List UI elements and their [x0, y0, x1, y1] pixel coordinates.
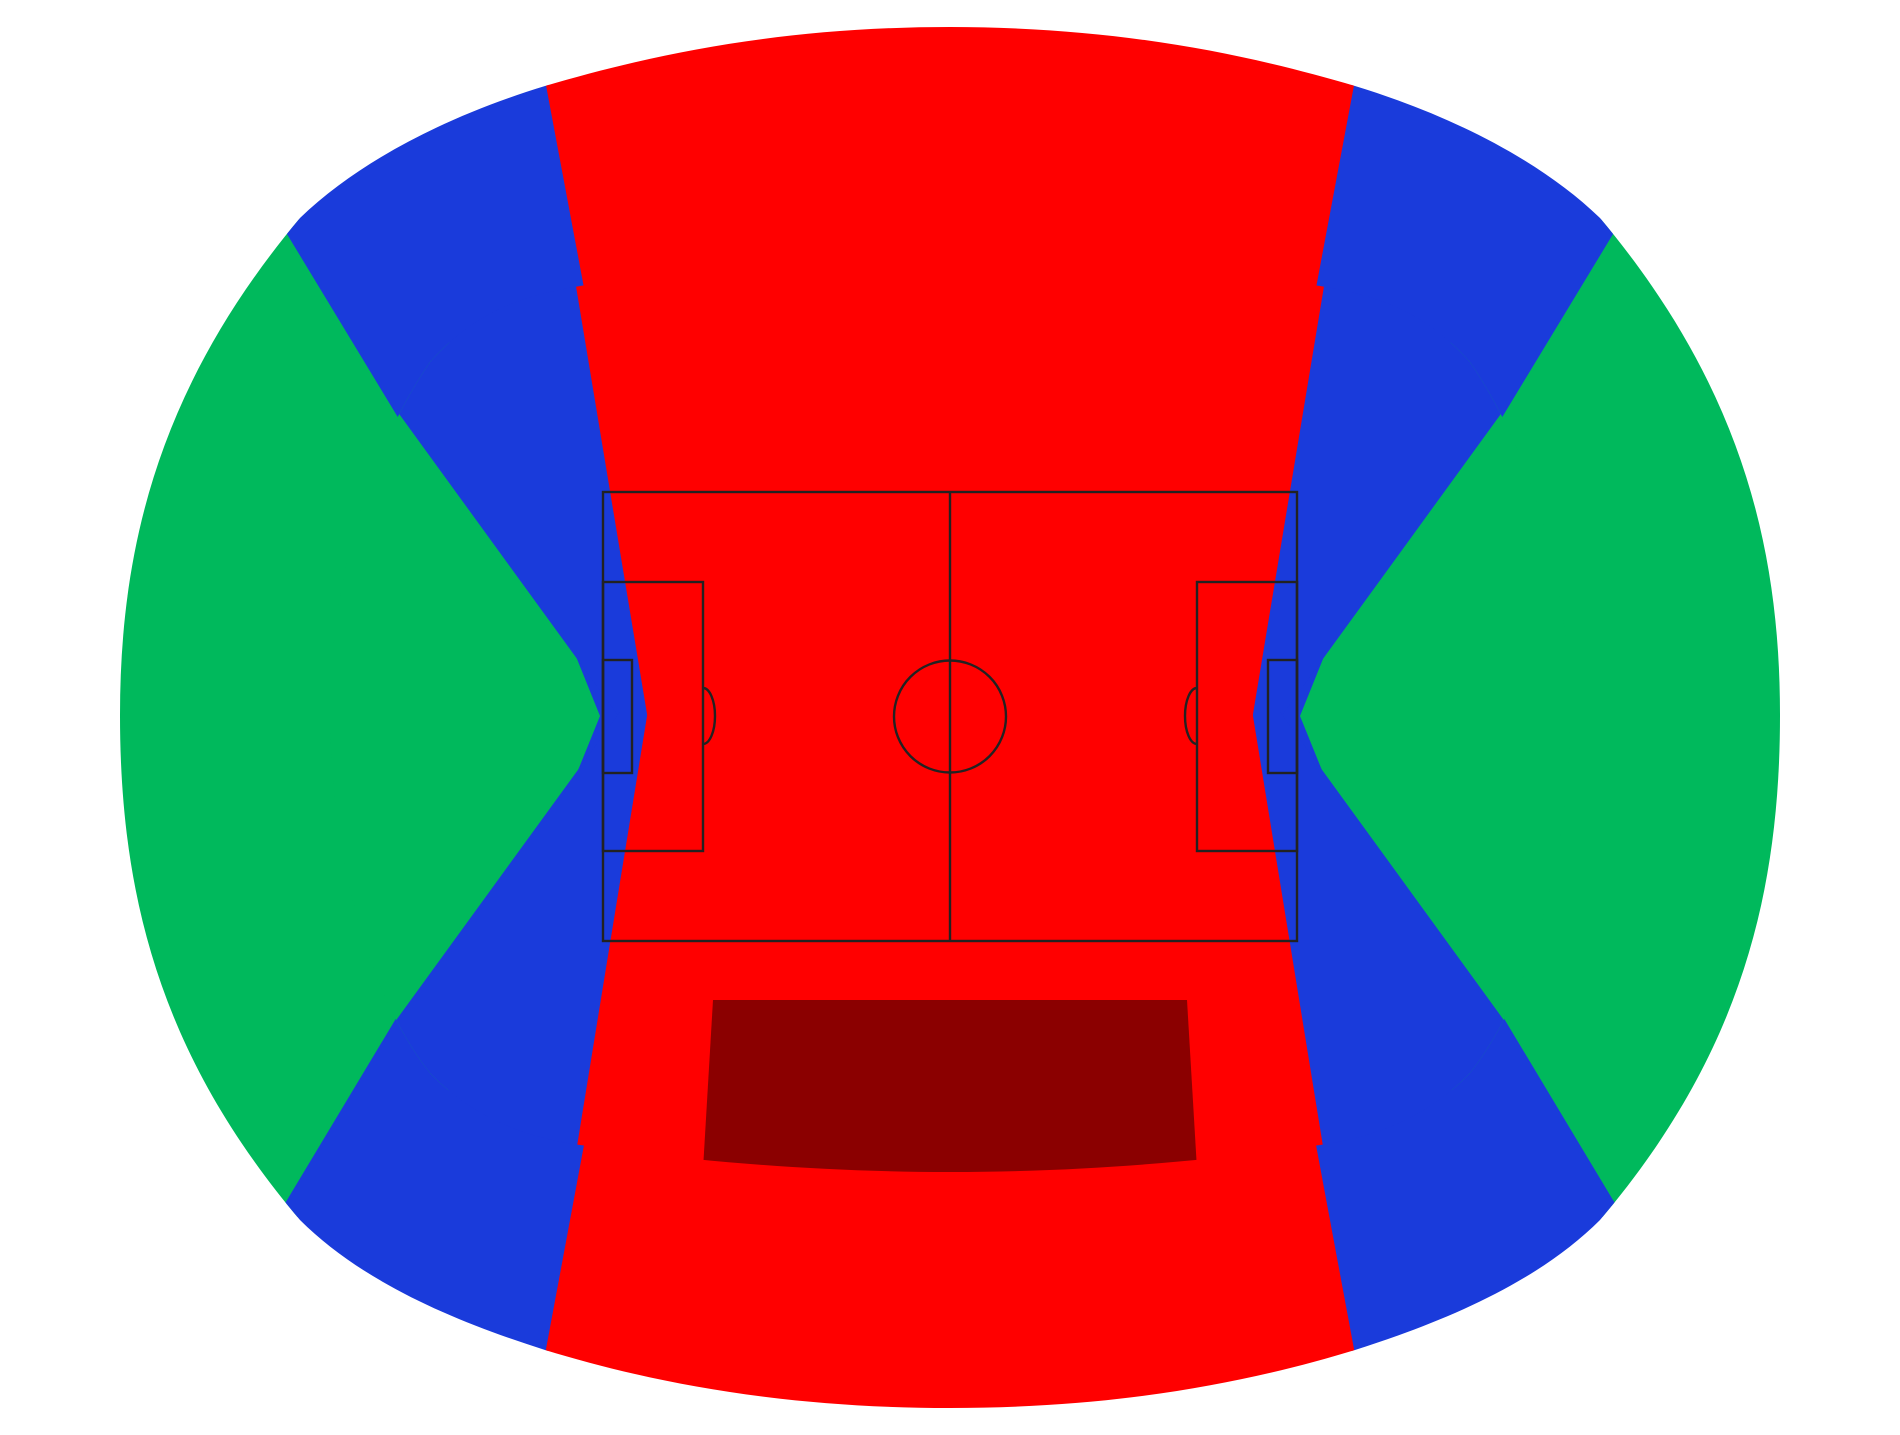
left-penalty-arc: [702, 686, 717, 746]
seat-section-lower-north-east[interactable]: [950, 220, 1335, 720]
center-circle: [892, 659, 1008, 774]
football-pitch: [601, 490, 1299, 943]
left-goal-area: [601, 658, 634, 775]
right-goal-area: [1266, 658, 1299, 775]
seat-section-lower-north-west[interactable]: [565, 220, 950, 720]
right-penalty-arc: [1183, 686, 1198, 746]
